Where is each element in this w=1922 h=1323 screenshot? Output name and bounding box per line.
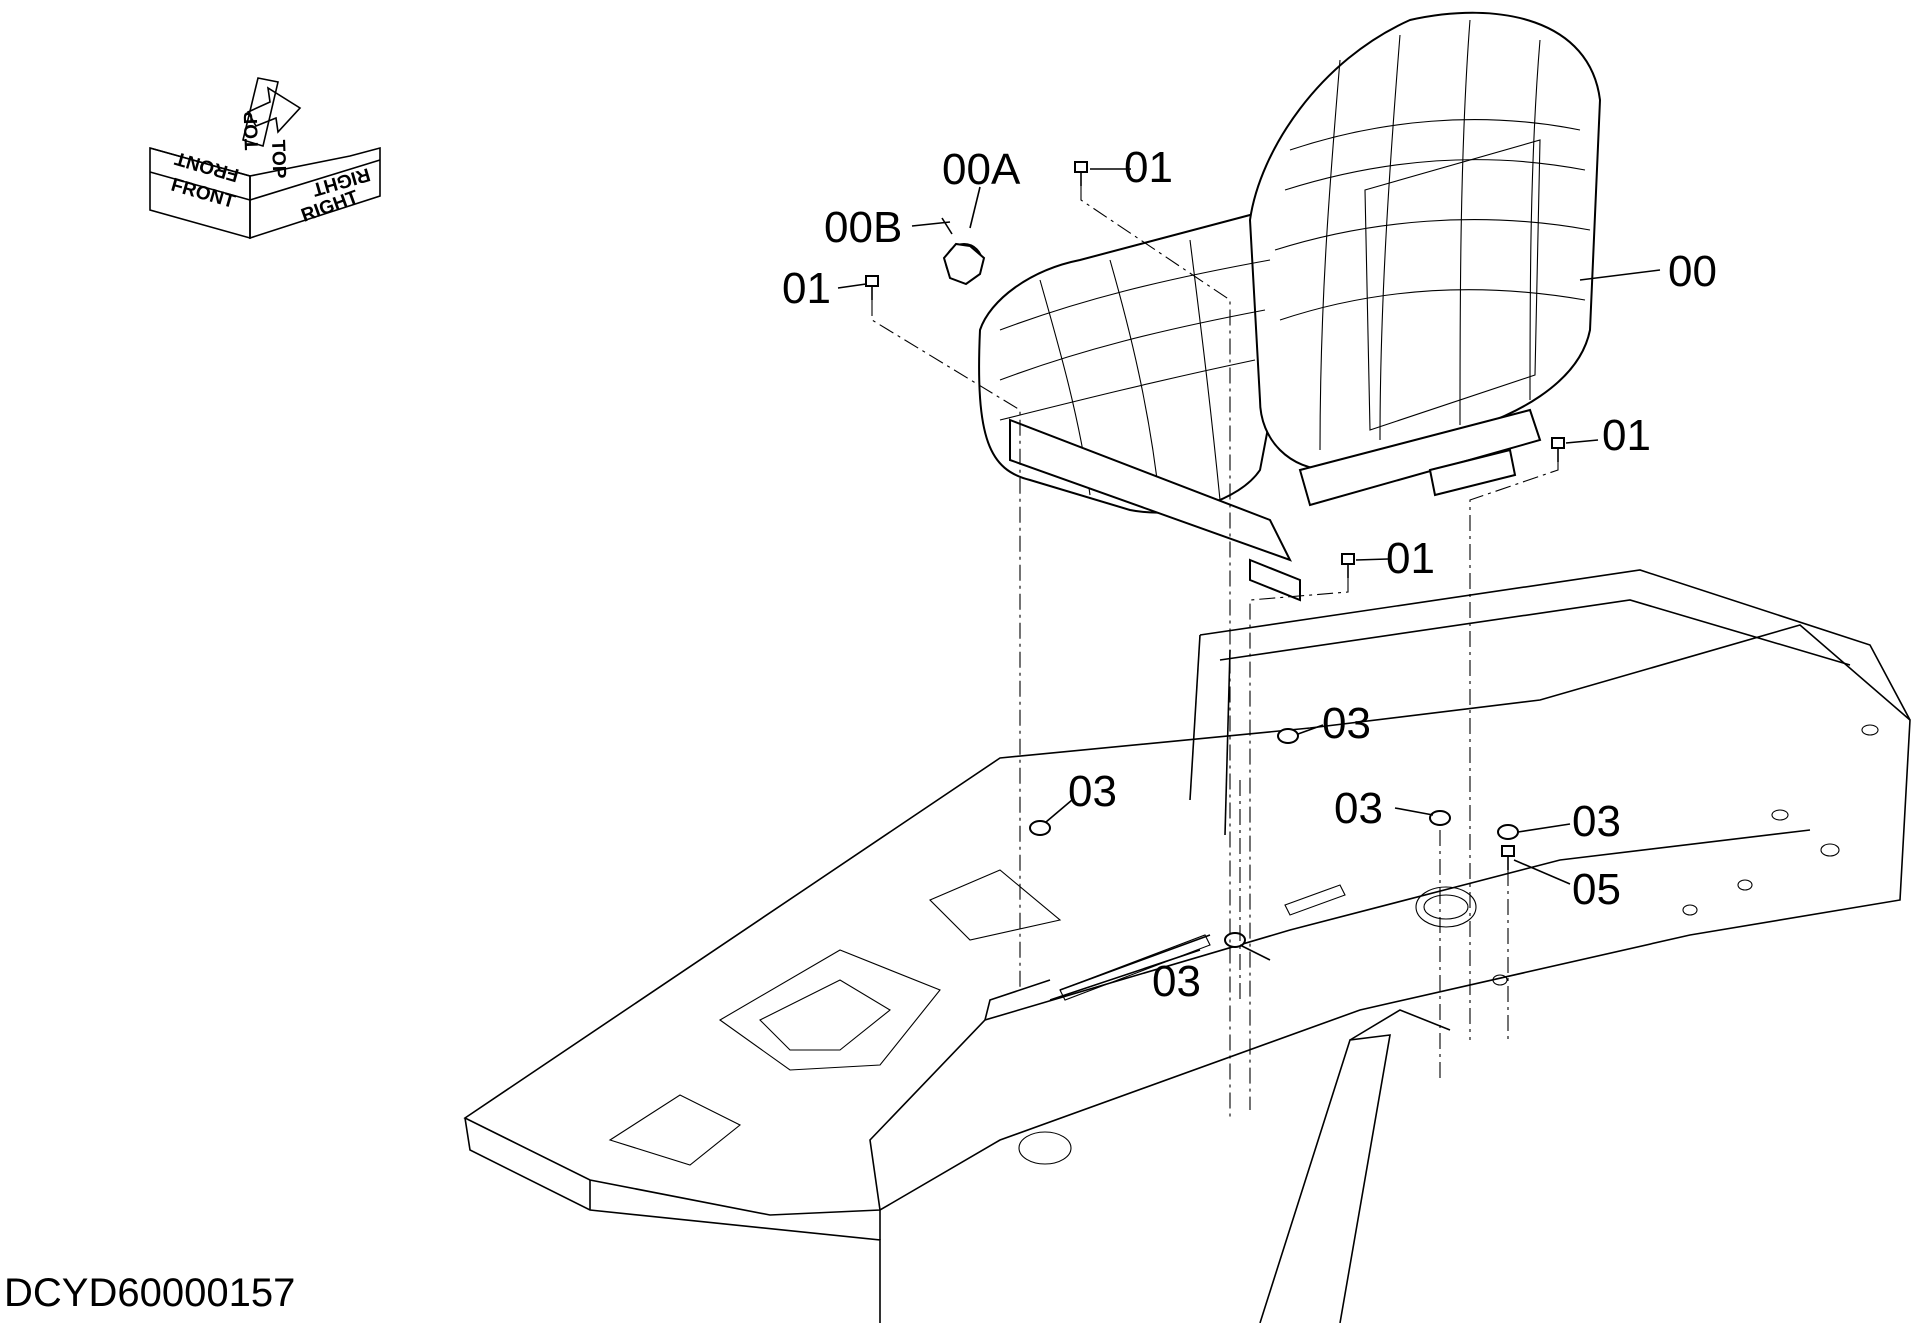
callout-pad-left: 03 [1068, 767, 1117, 816]
assembly-lines [871, 186, 1559, 1120]
operator-seat [941, 11, 1602, 602]
hex-bolt-top [1074, 161, 1088, 186]
rubber-pad-center [1429, 810, 1451, 826]
callout-labels: 00 00A 00B 01 01 01 01 03 03 03 03 03 05 [782, 143, 1717, 1006]
orientation-indicator: FRONT FRONT TOP TOP RIGHT RIGHT [149, 77, 381, 240]
callout-bolt-left: 01 [782, 264, 831, 313]
rubber-pad-right [1497, 824, 1519, 840]
hex-bolt-front [1341, 553, 1355, 578]
rubber-pad-upper [1277, 728, 1299, 744]
callout-pad-right: 03 [1572, 797, 1621, 846]
callout-bolt-right: 01 [1602, 411, 1651, 460]
callout-pad-lower: 03 [1152, 957, 1201, 1006]
callout-seat: 00 [1668, 247, 1717, 296]
drawing-id: DCYD60000157 [4, 1271, 295, 1315]
callout-screw: 05 [1572, 865, 1621, 914]
callout-knob: 00A [942, 145, 1021, 194]
top-label-right: TOP [267, 139, 289, 179]
leader-lines [837, 168, 1661, 961]
callout-bolt-top: 01 [1124, 143, 1173, 192]
callout-pad-center: 03 [1334, 784, 1383, 833]
rubber-pad-lower [1224, 932, 1246, 948]
callout-bolt-front: 01 [1386, 534, 1435, 583]
hex-bolt-left [865, 275, 879, 300]
callout-pin: 00B [824, 203, 902, 252]
callout-pad-upper: 03 [1322, 699, 1371, 748]
rubber-pad-left [1029, 820, 1051, 836]
base-frame [463, 569, 1911, 1323]
top-label-left: TOP [241, 111, 263, 151]
screw [1501, 845, 1515, 870]
hex-bolt-right [1551, 437, 1565, 462]
